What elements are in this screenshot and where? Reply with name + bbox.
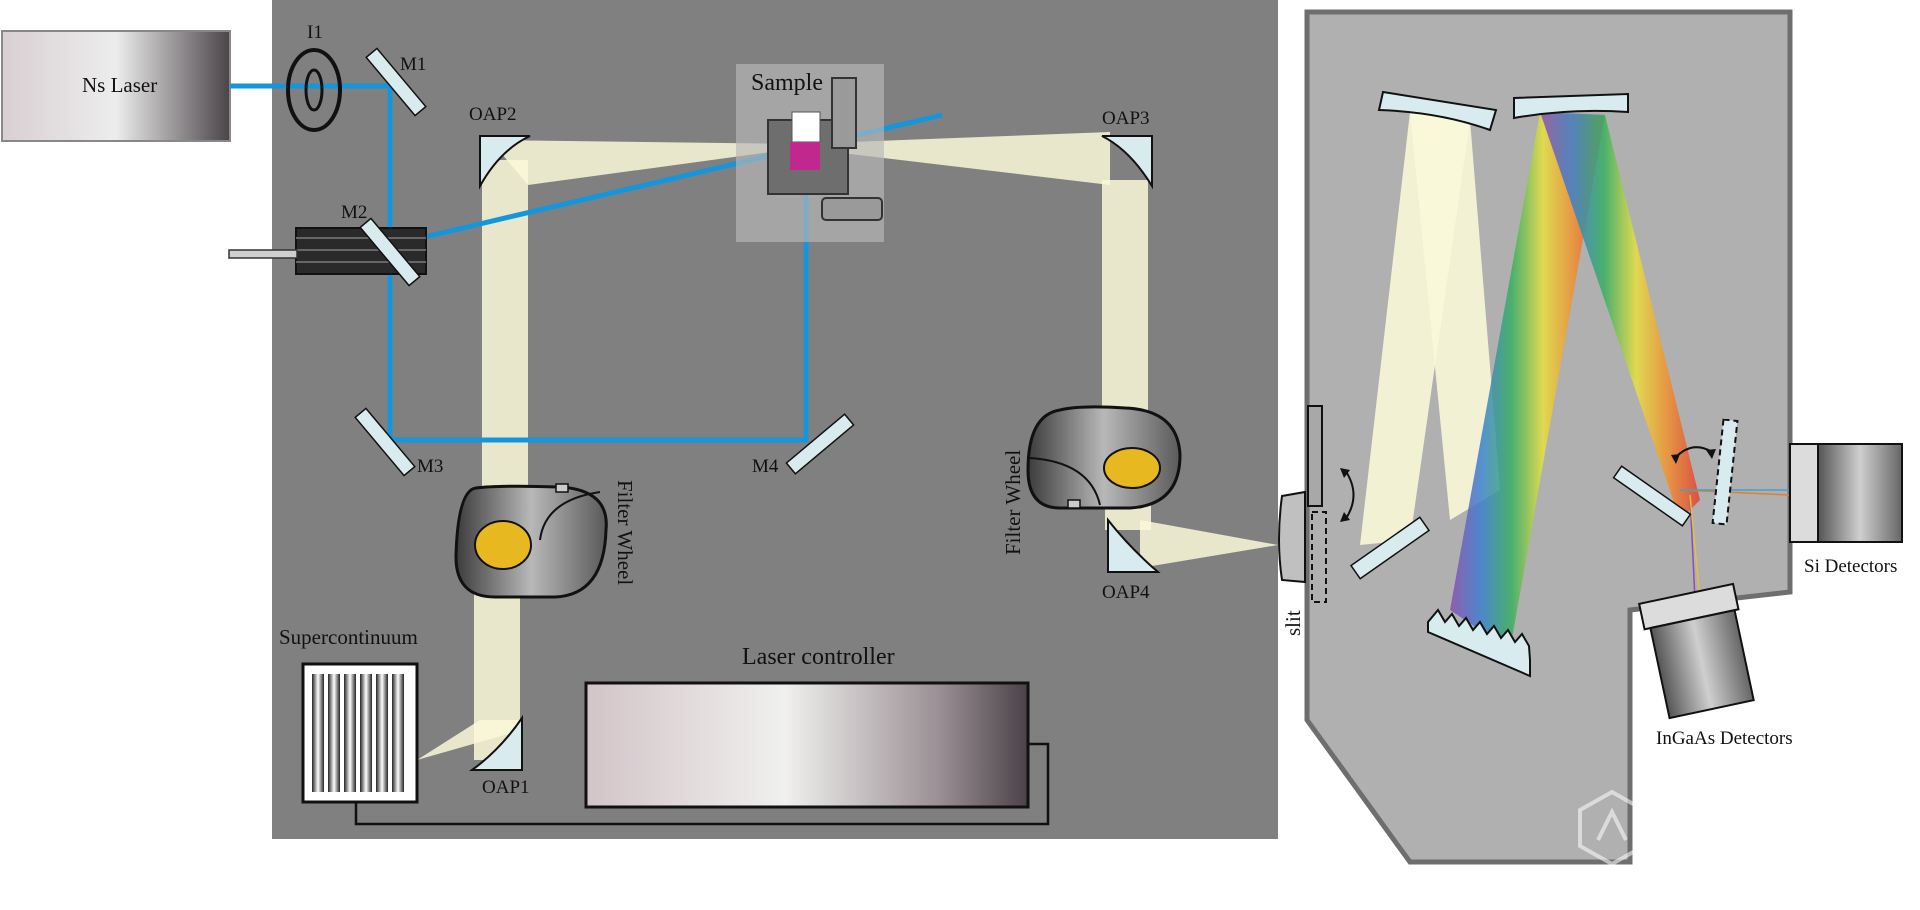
entrance-fold-mirror (1349, 516, 1431, 580)
iris-i1-aperture (304, 68, 324, 112)
filter-right (1103, 447, 1161, 489)
mirror-m2 (359, 217, 421, 287)
mirror-m1 (365, 47, 427, 117)
filter-wheel-right-label: Filter Wheel (1001, 450, 1025, 555)
filter-wheel-right (1026, 405, 1182, 510)
sample-cuvette (791, 111, 821, 143)
si-detector (1817, 443, 1903, 543)
mirror-m4 (785, 413, 855, 475)
m2-rod (228, 249, 298, 259)
collimating-mirror (1377, 90, 1498, 132)
laser-controller-label: Laser controller (742, 644, 895, 670)
si-detectors-label: Si Detectors (1804, 556, 1897, 577)
dispersed-spectrum-lower (1450, 112, 1605, 650)
controller-cable (354, 742, 1050, 826)
oap4-label: OAP4 (1102, 582, 1150, 603)
slit-flip-arrow (1344, 469, 1355, 521)
detector-flip-mirror-alt (1711, 418, 1739, 526)
filter-left (474, 520, 532, 570)
watermark-logo (1578, 789, 1646, 867)
oap3-label: OAP3 (1102, 108, 1150, 129)
m1-label: M1 (400, 54, 426, 75)
detector-flip-mirror (1612, 465, 1692, 527)
slit-flip-position (1311, 511, 1327, 603)
dispersed-spectrum-upper (1540, 112, 1700, 520)
supercontinuum-label: Supercontinuum (279, 625, 418, 649)
detector-rays (1679, 489, 1791, 601)
ns-laser (1, 30, 231, 142)
supercontinuum-fiber-coils (312, 674, 404, 792)
i1-label: I1 (307, 22, 323, 43)
focusing-mirror (1513, 92, 1629, 120)
ingaas-detectors-label: InGaAs Detectors (1656, 728, 1793, 749)
oap3-mirror (1101, 135, 1153, 190)
ingaas-detector (1637, 582, 1755, 720)
oap1-label: OAP1 (482, 777, 530, 798)
slit-mount (1278, 490, 1306, 584)
oap2-label: OAP2 (469, 104, 517, 125)
oap2-mirror (479, 135, 531, 190)
mirror-m3 (354, 407, 416, 477)
slit-label: slit (1281, 610, 1305, 636)
m4-label: M4 (752, 456, 779, 477)
filter-wheel-left-label: Filter Wheel (613, 480, 637, 585)
slit-plate (1307, 405, 1323, 507)
m2-label: M2 (341, 202, 367, 223)
m3-label: M3 (417, 456, 443, 477)
sample-holder (790, 142, 820, 170)
watermark-url: www.instrument.com.cn (1668, 873, 1826, 888)
sample-label: Sample (751, 70, 823, 96)
oap4-mirror (1107, 517, 1161, 573)
iris-i1 (286, 48, 342, 132)
si-detector-window (1789, 443, 1819, 543)
ns-laser-label: Ns Laser (82, 73, 157, 97)
diffraction-grating (1427, 608, 1531, 678)
oap1-mirror (468, 714, 523, 771)
laser-controller (584, 681, 1030, 809)
watermark-text: 仪器信息网 (1649, 809, 1910, 869)
sample-stage-knob (821, 197, 883, 221)
sample-stage-post (831, 77, 857, 149)
